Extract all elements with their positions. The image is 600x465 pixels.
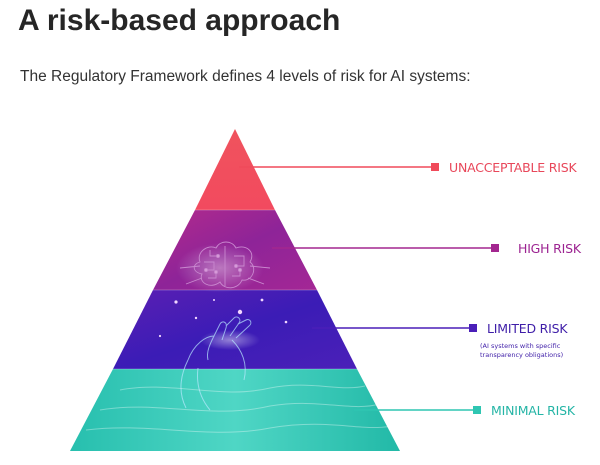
label-high-risk: HIGH RISK bbox=[518, 241, 582, 256]
label-minimal-risk: MINIMAL RISK bbox=[491, 403, 576, 418]
connector-limited bbox=[312, 324, 477, 332]
note-limited-risk-line-2: transparency obligations) bbox=[480, 351, 563, 359]
label-unacceptable-risk: UNACCEPTABLE RISK bbox=[449, 160, 577, 175]
connector-unacceptable bbox=[239, 163, 439, 171]
connector-minimal bbox=[354, 406, 481, 414]
sparkle-dots bbox=[158, 298, 288, 338]
water-waves bbox=[85, 384, 393, 433]
tier-minimal bbox=[70, 369, 400, 451]
tier-unacceptable bbox=[195, 129, 275, 210]
label-limited-risk: LIMITED RISK bbox=[487, 321, 568, 336]
note-limited-risk-line-1: (AI systems with specific bbox=[480, 342, 561, 350]
brain-circuit-icon bbox=[176, 241, 271, 293]
intro-text: The Regulatory Framework defines 4 level… bbox=[20, 68, 471, 85]
hand-icon bbox=[180, 316, 252, 411]
connector-high bbox=[272, 244, 499, 252]
page-title: A risk-based approach bbox=[18, 4, 341, 37]
